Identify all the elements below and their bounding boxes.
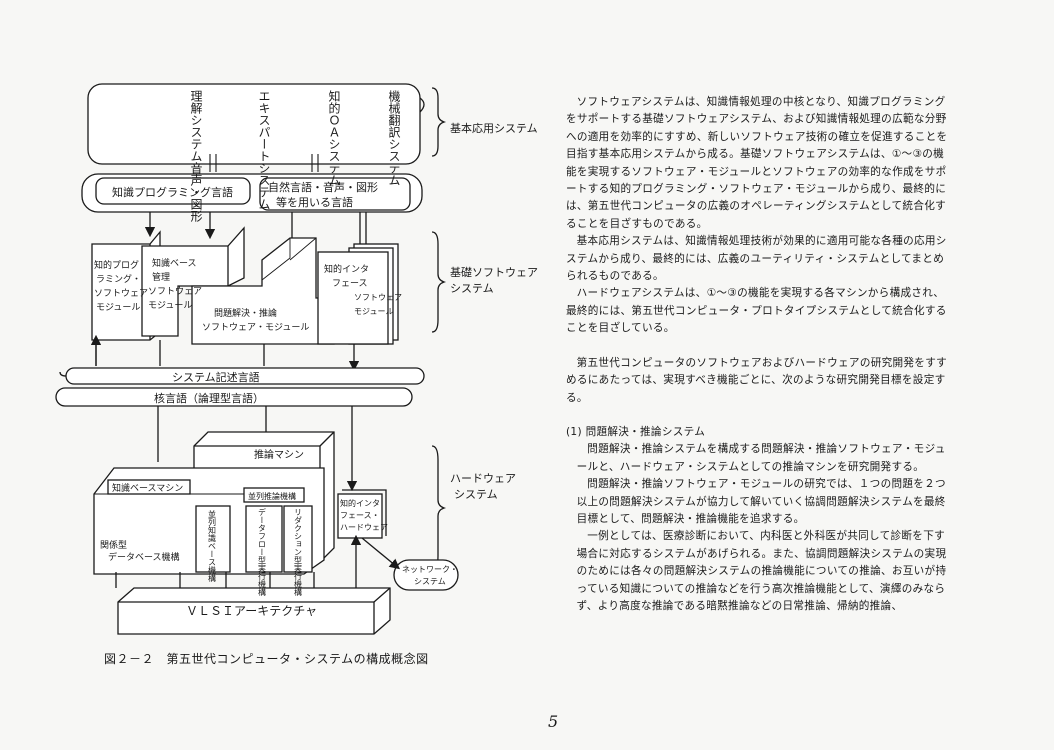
section-heading-1: (1) 問題解決・推論システム [566,425,706,438]
mod2-line3: ソフトウェア [148,286,202,297]
brace-basic-app [431,87,447,157]
app-label-4: 機械翻訳システム [387,89,401,186]
mod3-line1: 問題解決・推論 [214,307,277,319]
network-system [393,559,459,591]
intf-hw-line1: 知的インタ [340,498,380,508]
mod2-line4: モジュール [148,301,192,311]
dataflow-label: データフロー型実行機構 [258,507,267,597]
body-text: ソフトウェアシステムは、知識情報処理の中核となり、知識プログラミングをサポートす… [566,94,954,615]
paragraph-3: ハードウェアシステムは、①～③の機能を実現する各マシンから構成され、最終的には、… [566,287,947,335]
relational-db-line2: データベース機構 [108,551,180,563]
intf-hw-line2: フェース・ [340,511,380,520]
basic-soft-label-2: システム [450,282,494,295]
parallel-mech-label: 並列推論機構 [248,491,296,501]
app-label-1: 理解システム音声・図形 [189,90,203,223]
system-description-language-label: システム記述言語 [172,370,260,384]
paragraph-2: 基本応用システムは、知識情報処理技術が効果的に適用可能な各種の応用システムから成… [566,235,947,283]
language-2a-label: 自然言語・音声・図形 [268,180,378,194]
kb-machine-label: 知識ベースマシン [112,482,183,494]
mod1-line3: ソフトウェア [94,288,148,299]
language-2b-label: 等を用いる言語 [276,195,353,209]
paragraph-1: ソフトウェアシステムは、知識情報処理の中核となり、知識プログラミングをサポートす… [566,96,948,230]
hardware-label-2: システム [454,488,498,501]
mod1-line1: 知的プログ [94,259,139,271]
hardware-label-1: ハードウェア [450,472,516,485]
relational-db-line1: 関係型 [100,540,127,551]
module-problem-solving [191,237,335,345]
paragraph-4: 第五世代コンピュータのソフトウェアおよびハードウェアの研究開発をすすめるにあたっ… [566,356,947,404]
app-label-3: 知的ＯＡシステム [327,90,341,186]
basic-app-label: 基本応用システム [450,121,538,135]
core-language-bar [55,387,413,407]
app-label-2: エキスパートシステム [257,90,271,210]
kb-parallel-label: 並列知識ベース機構 [208,509,217,583]
brace-basic-soft [431,231,447,333]
subparagraph-3: 一例としては、医療診断において、内科医と外科医が共同して診断を下す場合に対応する… [576,530,947,612]
language-box-1 [95,177,251,205]
vlsi-architecture [117,587,391,635]
mod2-line2: 管理 [152,271,170,283]
mod4-line2: フェース [332,279,368,289]
network-line2: システム [414,577,446,586]
language-box-2 [259,177,411,211]
mod4-line3: ソフトウェア [354,293,402,302]
inference-machine-label: 推論マシン [254,448,304,461]
core-language-label: 核言語（論理型言語） [154,391,264,405]
brace-hardware [431,445,447,571]
mod3-line2: ソフトウェア・モジュール [202,322,309,333]
dataflow-mechanism [245,505,283,573]
language-1-label: 知識プログラミング言語 [112,185,233,199]
kb-parallel-mechanism [195,505,231,573]
module-intelligent-interface [317,251,389,345]
subparagraph-2: 問題解決・推論ソフトウェア・モジュールの研究では、１つの問題を２つ以上の問題解決… [576,478,946,525]
basic-soft-label-1: 基礎ソフトウェア [450,266,538,279]
figure-caption: 図２－２ 第五世代コンピュータ・システムの構成概念図 [104,652,429,666]
mod1-line4: モジュール [96,303,140,313]
mod2-line1: 知識ベース [152,257,197,269]
mod1-line2: ラミング・ [96,273,141,285]
mod4-line1: 知的インタ [324,263,369,275]
basic-app-scroll [87,83,421,165]
reduction-label: リダクション型実行機構 [294,508,303,597]
vlsi-label: ＶＬＳＩアーキテクチャ [186,604,317,618]
reduction-mechanism [283,505,313,573]
page-number: 5 [548,712,559,731]
intf-hw-line3: ハードウェア [340,523,388,532]
subparagraph-1: 問題解決・推論システムを構成する問題解決・推論ソフトウェア・モジュールと、ハード… [576,443,946,473]
system-concept-figure: 理解システム音声・図形 エキスパートシステム 知的ＯＡシステム 機械翻訳システム… [55,83,538,635]
parallel-inference-mechanism [243,487,305,503]
interface-hardware [337,493,383,539]
network-line1: ネットワーク・ [402,565,458,574]
mod4-line4: モジュール [354,307,393,316]
